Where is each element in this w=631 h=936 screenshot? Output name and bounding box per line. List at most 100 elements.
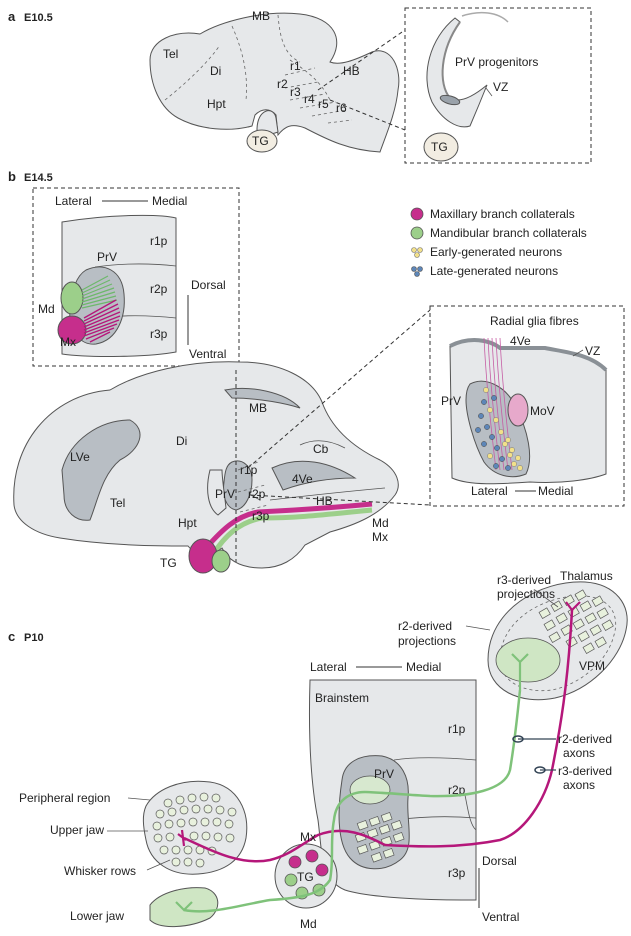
e10-prv-progenitors (439, 94, 461, 106)
e14-label-di: Di (176, 434, 187, 448)
e10-label-r6: r6 (336, 101, 347, 115)
e14-mb-ventricle (224, 387, 301, 409)
e14-label-tg: TG (160, 556, 177, 570)
e10-label-mb: MB (252, 9, 270, 23)
legend-swatch-mandibular (410, 226, 424, 240)
brainstem-barrelettes (354, 812, 405, 863)
legend-label-late: Late-generated neurons (430, 264, 558, 278)
p10-lateral: Lateral (310, 660, 347, 674)
e14-right-radial-glia: Radial glia fibres (490, 314, 579, 328)
e10-vz-pointer (485, 87, 493, 97)
e14-left-medial: Medial (152, 194, 187, 208)
whisker-rows-label: Whisker rows (64, 864, 136, 878)
maxillary-axon (183, 829, 386, 863)
e14-left-mx-ganglion (57, 315, 87, 345)
r2-axons-label-1: r2-derived (558, 732, 612, 746)
e10-label-r2: r2 (277, 77, 288, 91)
e14-label-r1p: r1p (240, 463, 258, 477)
p10-ventral: Ventral (482, 910, 519, 924)
panel-c-stage: P10 (24, 632, 44, 644)
e10-inset-tg (423, 132, 459, 162)
r2-projections-pointer (465, 625, 491, 631)
panel-c-letter: c (8, 629, 15, 644)
e14-lve (61, 419, 141, 521)
e10-neuroepithelium (426, 17, 488, 128)
e14-right-vz-pointer (572, 349, 584, 357)
neuron-cluster (475, 387, 523, 471)
e14-left-r1p: r1p (150, 234, 168, 248)
e10-label-hb: HB (343, 64, 360, 78)
e14-label-prv: PrV (215, 487, 235, 501)
r3-projections-pointer (534, 589, 559, 608)
whisker-rows-pointer (146, 859, 171, 871)
e14-label-r3p: r3p (252, 509, 270, 523)
panel-a: a E10.5 MB Tel Di HB Hpt TG r1 r2 r3 r4 … (8, 7, 592, 164)
vpm-label: VPM (579, 659, 605, 673)
e14-right-medial: Medial (538, 484, 573, 498)
e14-right-prv: PrV (441, 394, 461, 408)
e14-label-tel: Tel (110, 496, 125, 510)
p10-r2p: r2p (448, 783, 466, 797)
e10-inset-frame (404, 7, 592, 164)
e14-right-mov (507, 393, 529, 427)
r2-projections-label-2: projections (398, 634, 456, 648)
e14-label-mx: Mx (372, 530, 388, 544)
e14-label-lve: LVe (70, 450, 90, 464)
e14-left-inset-frame (32, 187, 240, 367)
vpm-r2-terminal (511, 653, 529, 690)
e14-right-mov: MoV (530, 404, 555, 418)
e14-right-4ve: 4Ve (510, 334, 531, 348)
r2-derived-axon (364, 689, 522, 798)
e14-tg-md (211, 549, 231, 573)
e14-label-hb: HB (316, 494, 333, 508)
e10-label-vz: VZ (493, 80, 508, 94)
e14-label-4ve: 4Ve (292, 472, 313, 486)
e10-tg (246, 129, 278, 153)
p10-md-label: Md (300, 917, 317, 931)
e14-left-dorsal: Dorsal (191, 278, 226, 292)
r3-projections-label-2: projections (497, 587, 555, 601)
e14-left-r3p: r3p (150, 327, 168, 341)
p10-dorsal: Dorsal (482, 854, 517, 868)
legend-label-early: Early-generated neurons (430, 245, 562, 259)
thalamus-label: Thalamus (560, 569, 613, 583)
p10-prv-r2-zone (349, 775, 391, 805)
e14-left-mx-label: Mx (60, 335, 76, 349)
e14-left-mx-collaterals (83, 299, 121, 343)
vpm-r2-region (495, 637, 561, 683)
e14-label-r2p: r2p (248, 487, 266, 501)
legend: Maxillary branch collaterals Mandibular … (410, 207, 587, 278)
lower-jaw-label: Lower jaw (70, 909, 124, 923)
e14-left-md-collaterals (81, 275, 118, 309)
e14-right-lateral: Lateral (471, 484, 508, 498)
thalamus-inner-dash (499, 595, 617, 692)
vpm-r3-terminal (565, 601, 581, 612)
p10-prv: PrV (374, 767, 394, 781)
legend-swatch-maxillary (410, 207, 424, 221)
panel-b-stage: E14.5 (24, 172, 53, 184)
e14-cb (299, 440, 346, 449)
e10-label-di: Di (210, 64, 221, 78)
e10-label-tel: Tel (163, 47, 178, 61)
e10-label-r5: r5 (318, 97, 329, 111)
e14-4ve (271, 460, 357, 491)
whisker-follicles (152, 792, 237, 868)
mandibular-axon (183, 790, 366, 913)
e10-embryo-brain (149, 12, 400, 153)
panel-a-stage: E10.5 (24, 12, 53, 24)
p10-mx-label: Mx (300, 830, 316, 844)
e14-label-hpt: Hpt (178, 516, 197, 530)
r3-projections-label-1: r3-derived (497, 573, 551, 587)
p10-medial: Medial (406, 660, 441, 674)
e10-label-prv-progenitors: PrV progenitors (455, 55, 538, 69)
e14-mandibular-tract (209, 507, 373, 558)
legend-label-mandibular: Mandibular branch collaterals (430, 226, 587, 240)
panel-a-letter: a (8, 9, 16, 24)
e14-label-mb: MB (249, 401, 267, 415)
p10-tg-label: TG (297, 870, 314, 884)
e10-label-hpt: Hpt (207, 97, 226, 111)
r3-axons-label-1: r3-derived (558, 764, 612, 778)
p10-r1p: r1p (448, 722, 466, 736)
e14-left-r2p: r2p (150, 282, 168, 296)
